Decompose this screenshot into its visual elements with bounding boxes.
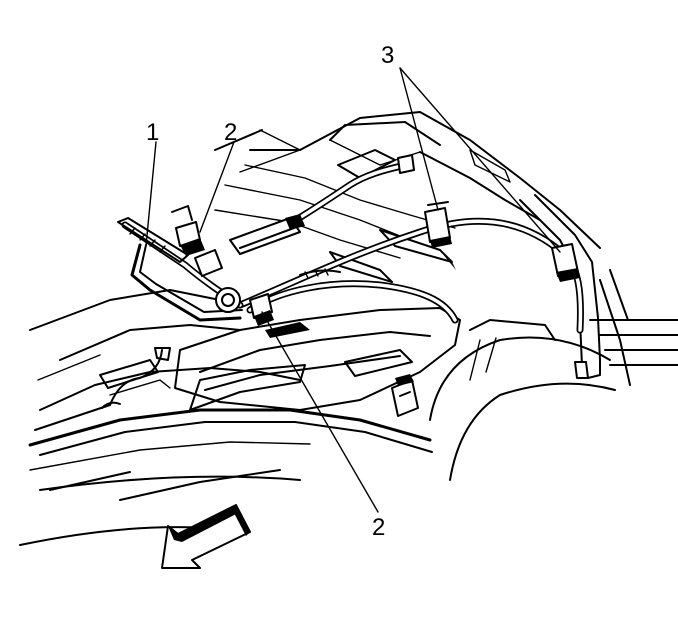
callout-3: 3 <box>381 42 394 69</box>
callout-1: 1 <box>146 119 159 146</box>
callout-2-top: 2 <box>224 119 237 146</box>
callout-2-bottom: 2 <box>372 514 385 541</box>
front-direction-arrow-icon <box>161 504 251 569</box>
callout-leaders <box>145 67 561 513</box>
parking-brake-cables <box>117 154 589 379</box>
